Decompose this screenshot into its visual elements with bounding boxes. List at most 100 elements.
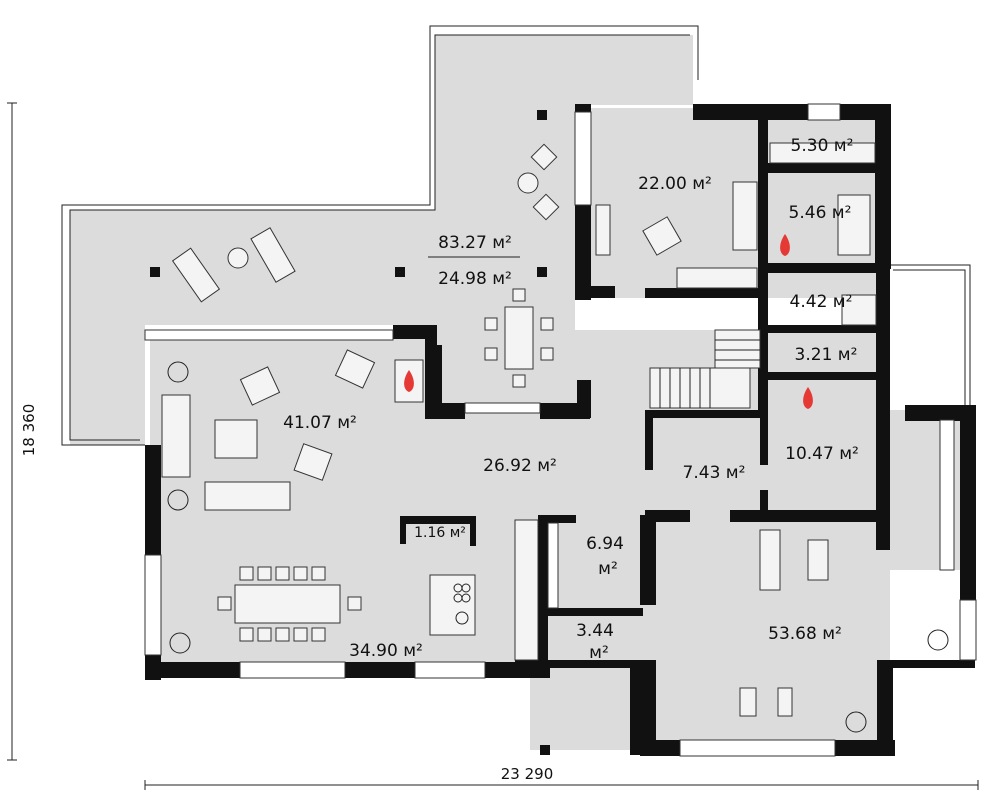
lounger	[250, 227, 296, 283]
room-area-label: 34.90 м²	[349, 641, 423, 661]
wall	[877, 660, 893, 755]
room-area-label: м²	[598, 559, 618, 579]
terrace-outline	[61, 25, 699, 446]
armchair	[293, 443, 333, 481]
window	[574, 111, 592, 206]
window	[464, 402, 541, 414]
room-area-label: 26.92 м²	[483, 456, 557, 476]
wall	[393, 325, 430, 339]
wall	[640, 740, 680, 756]
wall	[548, 515, 576, 523]
width-dimension-label: 23 290	[501, 765, 554, 783]
wall	[145, 445, 161, 555]
vanity	[837, 194, 871, 256]
lounger	[171, 247, 221, 303]
wall	[640, 515, 656, 605]
window	[679, 739, 836, 757]
wall	[760, 410, 768, 465]
room-area-label: 22.00 м²	[638, 174, 712, 194]
terrace-rail-right-inner	[893, 269, 966, 405]
wall	[345, 662, 415, 678]
dining-table	[234, 584, 341, 624]
room-area-label: 4.42 м²	[790, 292, 853, 312]
window	[144, 329, 394, 341]
wall	[548, 608, 643, 616]
sofa	[732, 181, 758, 251]
terrace-outline-inner	[69, 34, 690, 441]
room-area-label: 7.43 м²	[683, 463, 746, 483]
window	[547, 522, 559, 609]
counter	[514, 519, 539, 661]
wall	[400, 516, 406, 544]
room-area-label: 10.47 м²	[785, 444, 859, 464]
shower	[841, 294, 877, 326]
room-area-label: 53.68 м²	[768, 624, 842, 644]
lounger	[532, 193, 560, 221]
wall	[905, 405, 975, 421]
dining-table	[504, 306, 534, 370]
window	[239, 661, 346, 679]
wall	[538, 515, 548, 665]
wall	[540, 745, 550, 755]
wall	[765, 325, 880, 333]
column	[395, 267, 405, 277]
wall	[485, 662, 515, 678]
wall	[645, 510, 690, 522]
wall	[960, 405, 976, 600]
gym-equipment-icon	[739, 529, 829, 717]
armchair	[334, 349, 376, 389]
armchair	[239, 366, 281, 406]
wall	[765, 372, 880, 380]
wall	[575, 286, 615, 298]
wall	[765, 263, 890, 273]
dimension-lines	[7, 102, 979, 790]
wall	[630, 660, 656, 755]
side-table	[517, 172, 539, 194]
room-area-label: 1.16 м²	[414, 525, 466, 541]
wall	[400, 516, 475, 524]
wall	[876, 405, 890, 550]
plant-icon	[167, 361, 949, 733]
terrace-rail-right	[890, 264, 971, 405]
wall	[645, 410, 653, 470]
wall	[730, 510, 880, 522]
room-area-label: 3.44	[576, 621, 614, 641]
wall	[575, 205, 591, 300]
room-area-label: 83.27 м²	[438, 233, 512, 253]
desk	[595, 204, 611, 256]
window	[807, 103, 841, 121]
walls	[145, 104, 976, 756]
room-area-label: 5.30 м²	[791, 136, 854, 156]
wall	[765, 163, 880, 173]
side-table	[227, 247, 249, 269]
sofa	[161, 394, 191, 478]
wall	[758, 112, 768, 412]
wall	[893, 660, 975, 668]
column	[150, 267, 160, 277]
room-area-label: м²	[589, 643, 609, 663]
wall	[470, 516, 476, 546]
wall	[693, 104, 763, 120]
coffee-table	[214, 419, 258, 459]
wall	[145, 662, 240, 678]
wall	[425, 403, 465, 419]
wall	[760, 490, 768, 515]
room-area-label: 41.07 м²	[283, 413, 357, 433]
wall	[430, 345, 442, 405]
windows	[144, 103, 977, 757]
bed-end	[676, 267, 758, 289]
wall	[645, 288, 765, 298]
wall	[548, 660, 643, 668]
room-area-label: 24.98 м²	[438, 269, 512, 289]
window	[939, 419, 955, 571]
room-area-label: 6.94	[586, 534, 624, 554]
column	[537, 267, 547, 277]
bench	[769, 142, 876, 164]
stair-icon	[649, 329, 761, 409]
wall	[575, 104, 591, 112]
room-area-label: 5.46 м²	[789, 203, 852, 223]
furniture	[161, 142, 877, 661]
window	[144, 554, 162, 656]
room-labels: 83.27 м² 24.98 м² 22.00 м² 5.30 м² 5.46 …	[283, 136, 859, 663]
column	[537, 110, 547, 120]
